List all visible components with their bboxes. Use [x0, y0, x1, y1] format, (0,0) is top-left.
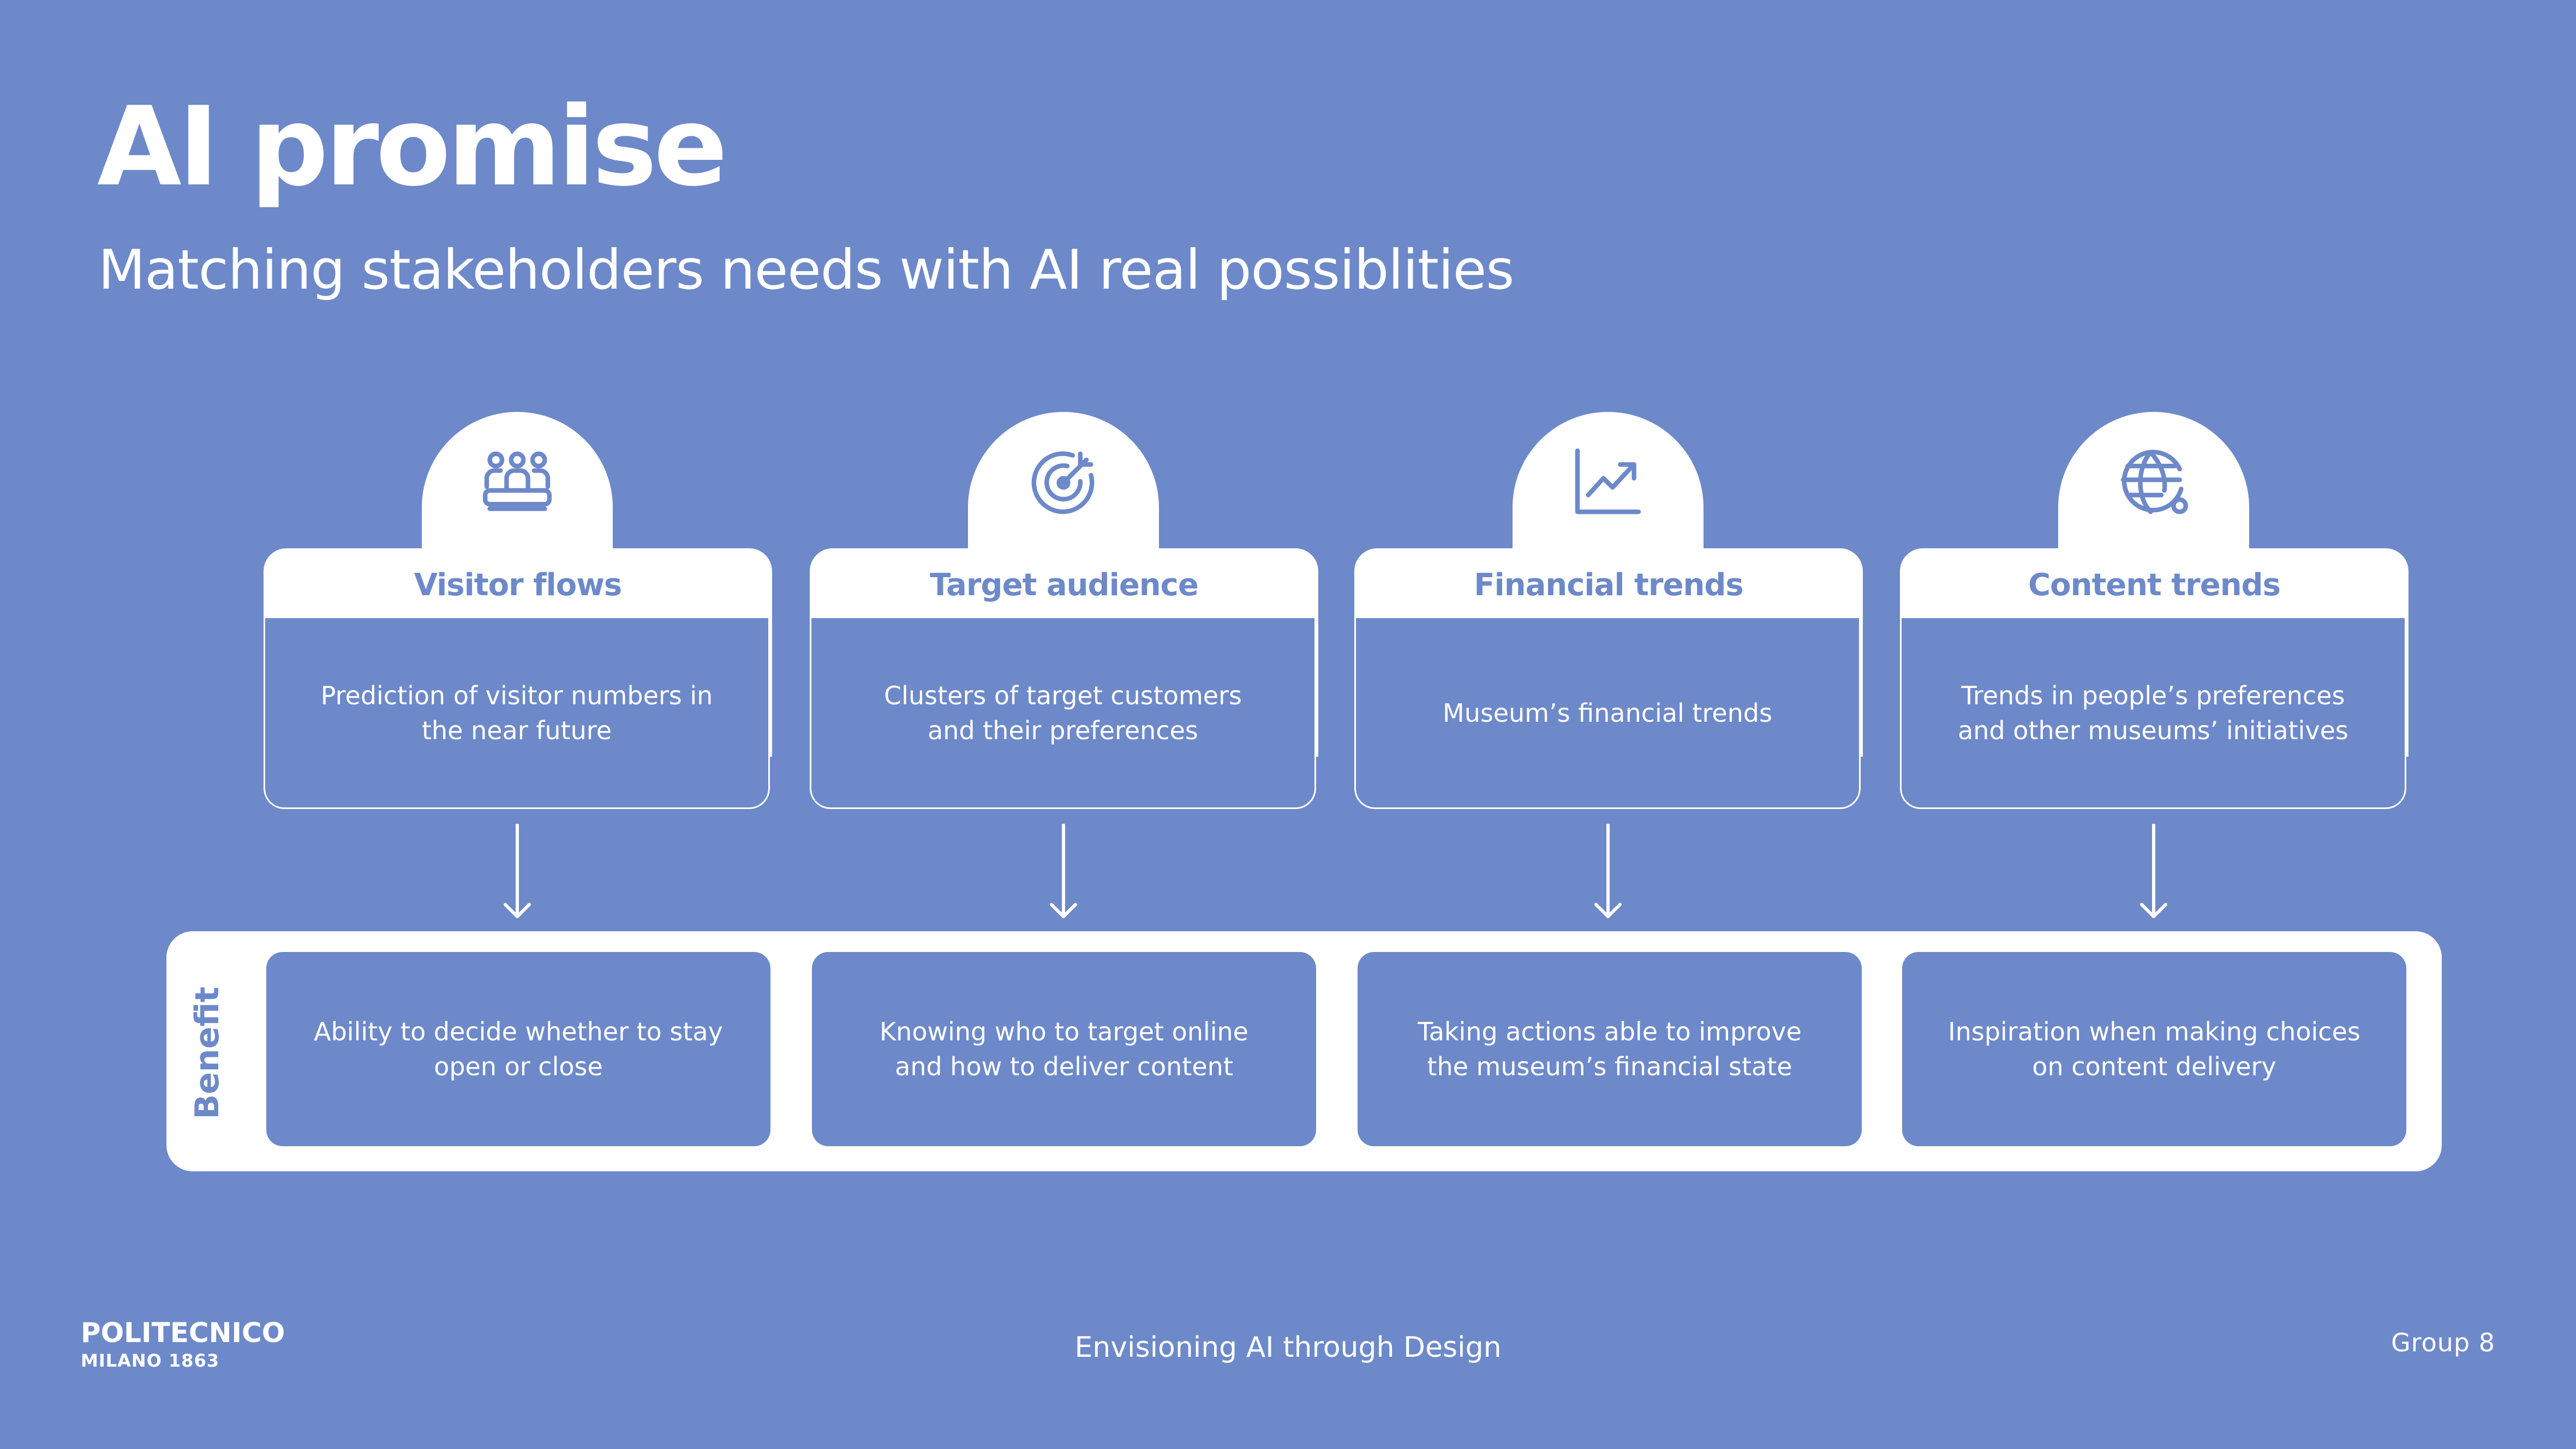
footer-group-label: Group 8	[2391, 1328, 2495, 1357]
card-title: Visitor flows	[414, 567, 623, 603]
card-body: Trends in people’s preferences and other…	[1900, 618, 2406, 809]
benefit-item: Taking actions able to improve the museu…	[1358, 952, 1862, 1146]
card-body: Prediction of visitor numbers in the nea…	[264, 618, 770, 809]
down-arrow-icon	[1047, 824, 1080, 922]
card-description: Museum’s financial trends	[1443, 698, 1772, 728]
benefit-item: Ability to decide whether to stay open o…	[266, 952, 770, 1146]
card-body: Museum’s financial trends	[1354, 618, 1861, 809]
benefit-item: Knowing who to target online and how to …	[812, 952, 1316, 1146]
slide-subtitle: Matching stakeholders needs with AI real…	[98, 238, 1514, 302]
globe-icon	[2115, 445, 2192, 521]
trending-chart-icon	[1570, 445, 1646, 521]
down-arrow-icon	[501, 824, 534, 922]
down-arrow-icon	[2137, 824, 2170, 922]
footer-course-title: Envisioning AI through Design	[1074, 1331, 1502, 1364]
card-title: Target audience	[930, 567, 1199, 603]
benefit-item: Inspiration when making choices on conte…	[1902, 952, 2406, 1146]
card-visitor-flows: Visitor flows Prediction of visitor numb…	[264, 412, 772, 809]
card-description: Clusters of target customers and their p…	[884, 680, 1242, 745]
card-description: Prediction of visitor numbers in the nea…	[320, 680, 713, 745]
benefit-label: Benefit	[188, 986, 226, 1119]
down-arrow-icon	[1592, 824, 1624, 922]
politecnico-logo: POLITECNICO MILANO 1863	[81, 1317, 285, 1371]
card-title: Financial trends	[1474, 567, 1744, 603]
card-financial-trends: Financial trends Museum’s financial tren…	[1354, 412, 1863, 809]
card-body: Clusters of target customers and their p…	[810, 618, 1316, 809]
target-icon	[1025, 445, 1102, 521]
card-content-trends: Content trends Trends in people’s prefer…	[1900, 412, 2408, 809]
card-title: Content trends	[2028, 567, 2281, 603]
card-target-audience: Target audience Clusters of target custo…	[810, 412, 1318, 809]
slide-title: AI promise	[97, 83, 728, 211]
card-description: Trends in people’s preferences and other…	[1958, 680, 2348, 745]
people-group-icon	[479, 445, 555, 521]
